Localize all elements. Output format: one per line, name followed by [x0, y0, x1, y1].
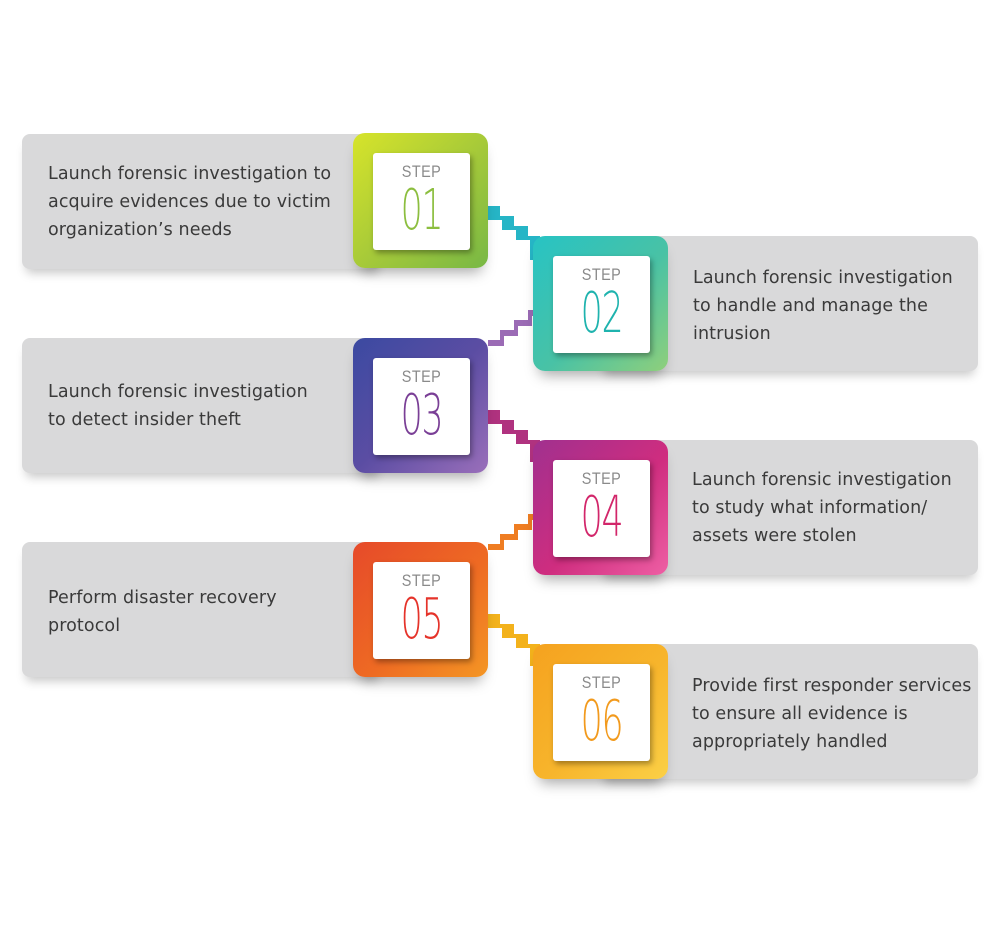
step-5-number: 05: [400, 587, 444, 652]
step-1-number: 01: [400, 178, 444, 243]
step-4-tile: STEP 04: [533, 440, 668, 575]
connector-4-5: [488, 500, 556, 550]
step-2-tile: STEP 02: [533, 236, 668, 371]
step-2-badge: STEP 02: [553, 256, 650, 353]
step-2-text: Launch forensic investigation to handle …: [693, 268, 953, 344]
connector-2-3: [488, 296, 556, 346]
step-3-label: STEP: [401, 367, 442, 386]
step-1-text: Launch forensic investigation to acquire…: [48, 164, 332, 240]
step-5-text: Perform disaster recovery protocol: [48, 588, 277, 636]
step-2-number: 02: [580, 281, 624, 346]
connector-1-2: [470, 196, 540, 260]
step-3-panel: [22, 338, 382, 473]
step-4-number: 04: [580, 485, 624, 550]
step-3-number: 03: [400, 383, 444, 448]
step-5-panel: [22, 542, 382, 677]
step-5-badge: STEP 05: [373, 562, 470, 659]
step-4-label: STEP: [581, 469, 622, 488]
step-5-tile: STEP 05: [353, 542, 488, 677]
connector-5-6: [470, 604, 540, 666]
step-6-text: Provide first responder services to ensu…: [692, 676, 972, 752]
step-2-label: STEP: [581, 265, 622, 284]
step-1-tile: STEP 01: [353, 133, 488, 268]
step-1-panel: [22, 134, 382, 269]
step-5-label: STEP: [401, 571, 442, 590]
connector-3-4: [470, 400, 540, 462]
step-3-badge: STEP 03: [373, 358, 470, 455]
step-4-text: Launch forensic investigation to study w…: [692, 470, 952, 546]
step-6-label: STEP: [581, 673, 622, 692]
step-1-badge: STEP 01: [373, 153, 470, 250]
step-3-text: Launch forensic investigation to detect …: [48, 382, 308, 430]
step-6-number: 06: [580, 689, 624, 754]
step-6-tile: STEP 06: [533, 644, 668, 779]
step-3-tile: STEP 03: [353, 338, 488, 473]
step-4-badge: STEP 04: [553, 460, 650, 557]
step-1-label: STEP: [401, 162, 442, 181]
step-6-badge: STEP 06: [553, 664, 650, 761]
